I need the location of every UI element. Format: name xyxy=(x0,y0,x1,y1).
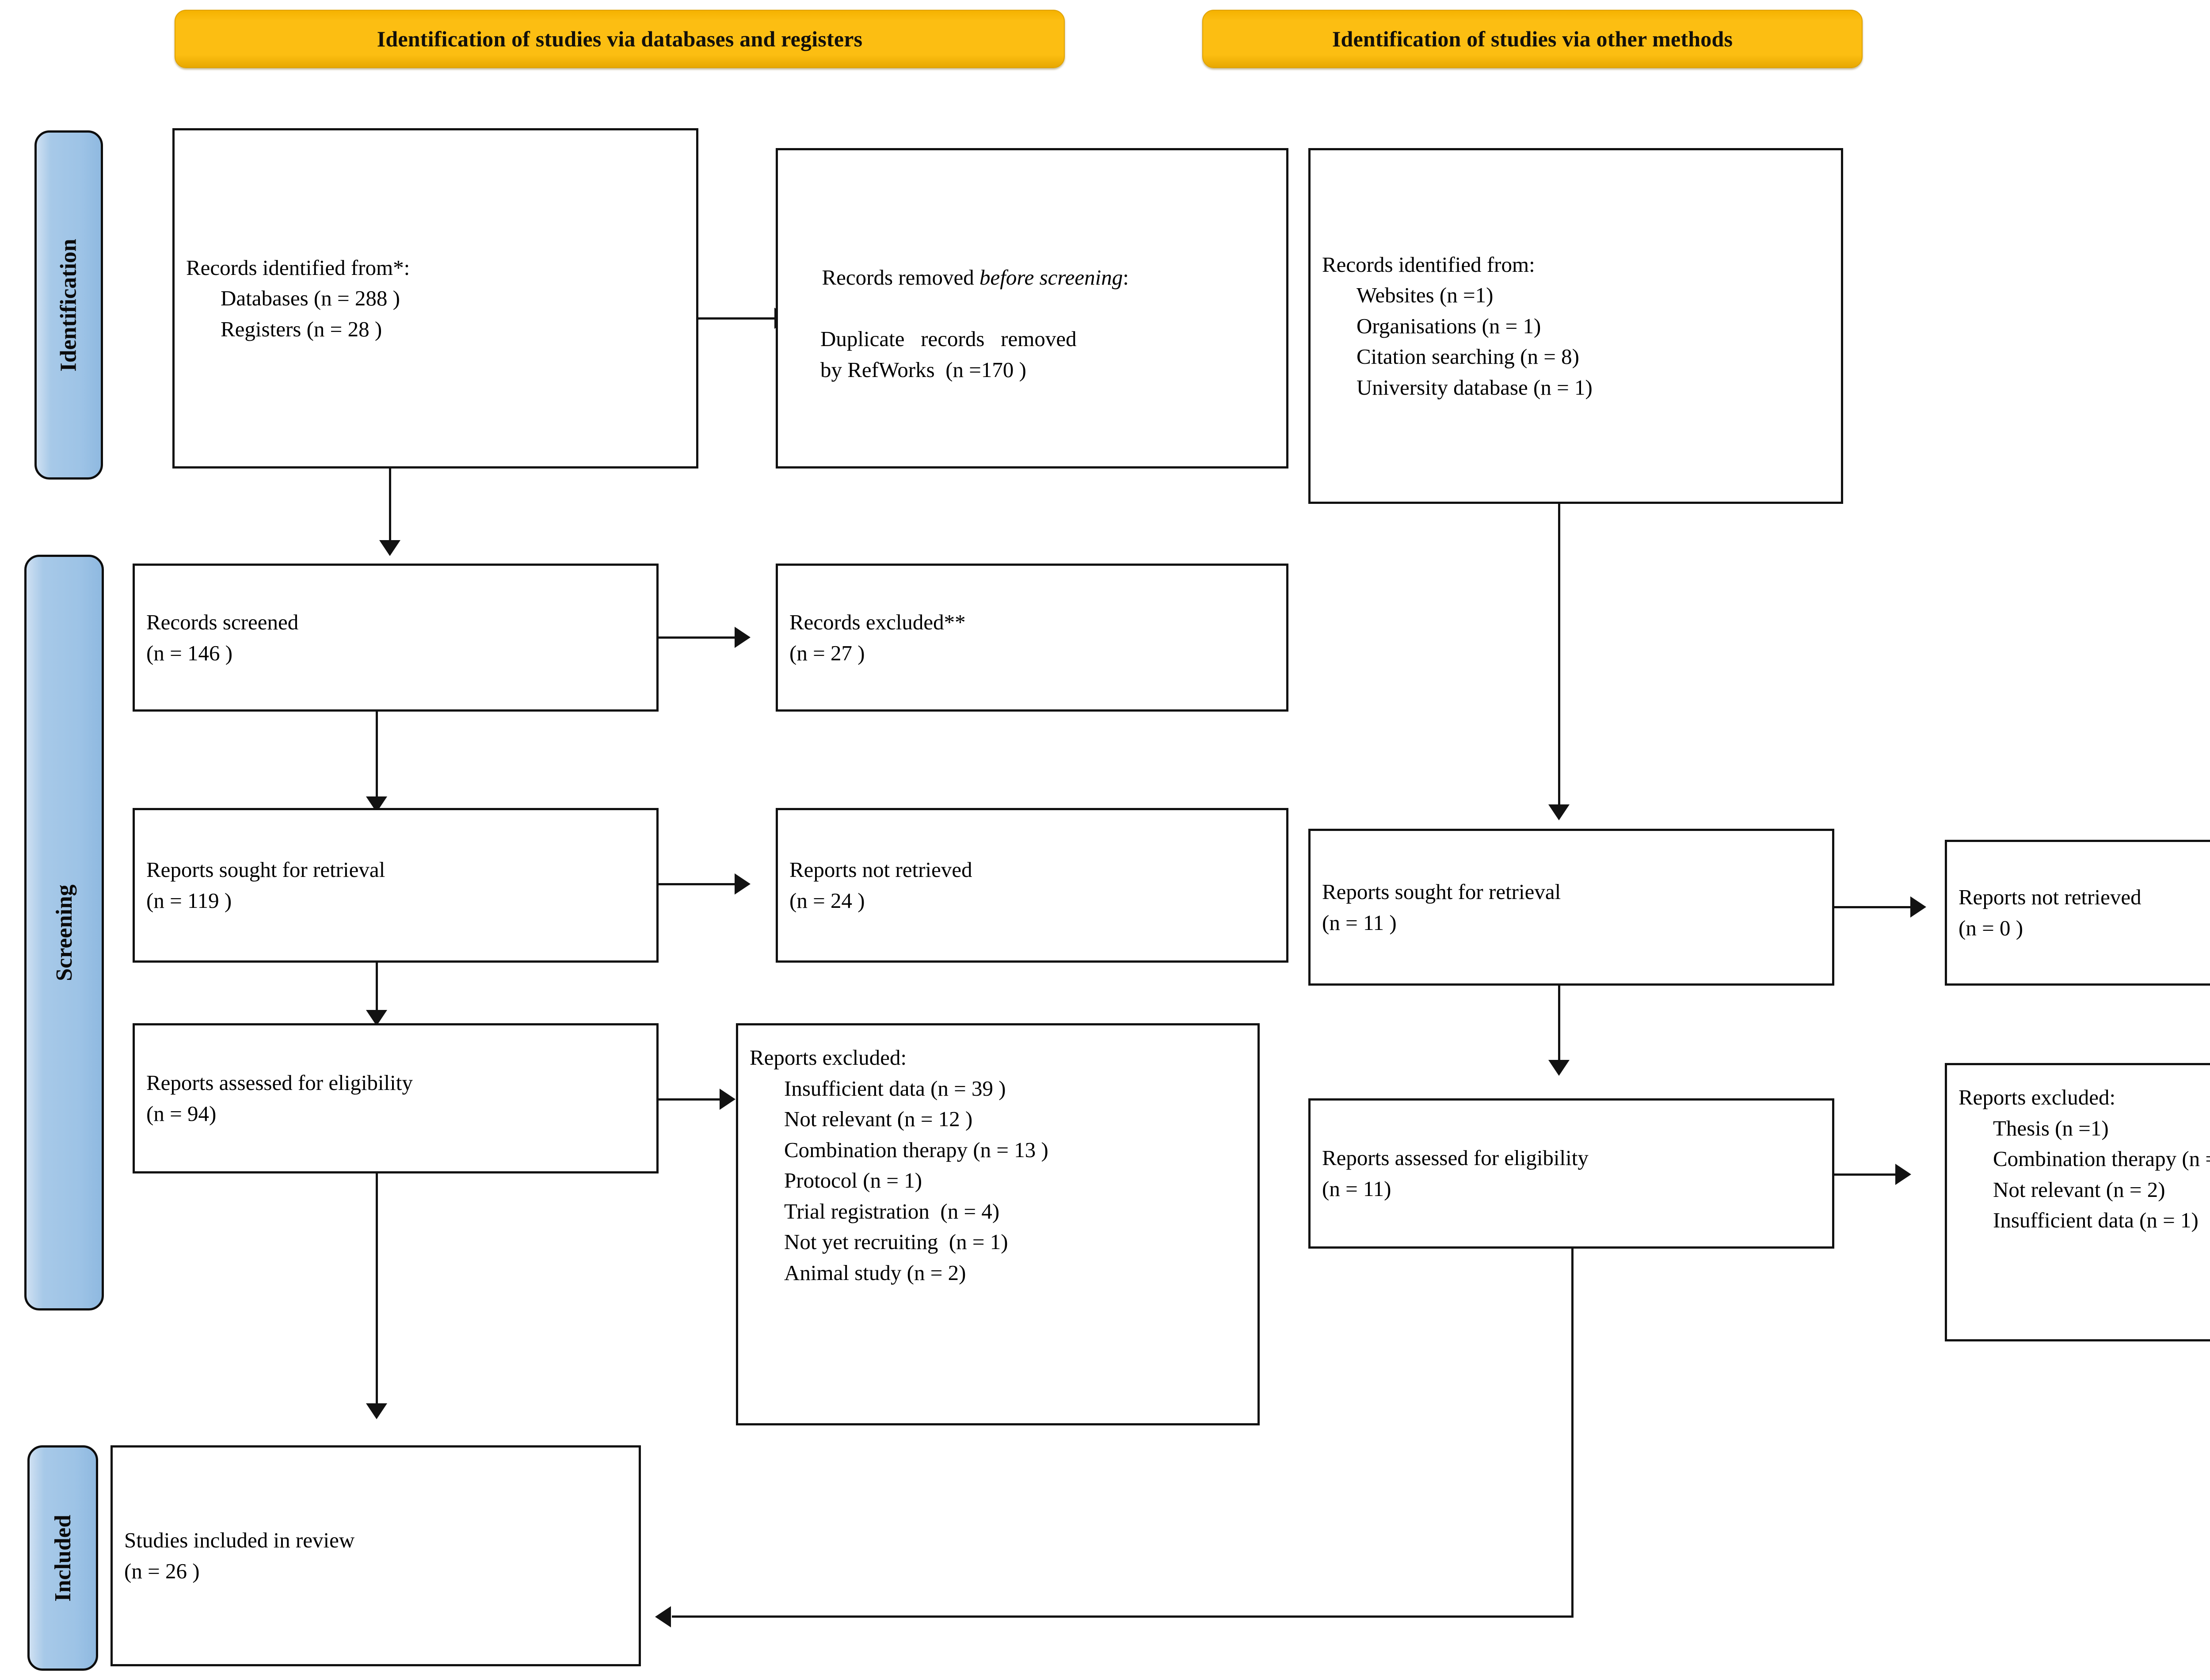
records-identified-other-item-citation: Citation searching (n = 8) xyxy=(1356,344,1579,369)
stage-bar-identification: Identification xyxy=(34,130,103,480)
stage-bar-included: Included xyxy=(27,1445,98,1671)
connector-right-elbow-horizontal xyxy=(672,1615,1574,1618)
arrow-sought-to-notretrieved-right xyxy=(1910,896,1926,918)
arrow-right-elbow-to-included xyxy=(655,1606,671,1627)
studies-included-count: (n = 26 ) xyxy=(124,1559,200,1583)
records-screened-count: (n = 146 ) xyxy=(146,640,233,665)
reports-sought-right-title: Reports sought for retrieval xyxy=(1322,879,1561,904)
reports-excluded-left-item-protocol: Protocol (n = 1) xyxy=(784,1168,922,1193)
reports-not-retrieved-left-title: Reports not retrieved xyxy=(789,857,972,882)
box-reports-sought-left: Reports sought for retrieval (n = 119 ) xyxy=(133,808,659,963)
box-reports-excluded-left: Reports excluded: Insufficient data (n =… xyxy=(736,1023,1260,1425)
arrow-sought-to-assessed-right xyxy=(1548,1060,1570,1076)
box-records-removed: Records removed before screening: Duplic… xyxy=(776,148,1288,469)
banner-databases-registers: Identification of studies via databases … xyxy=(175,10,1065,68)
reports-not-retrieved-right-count: (n = 0 ) xyxy=(1959,916,2023,940)
box-records-identified: Records identified from*: Databases (n =… xyxy=(172,128,698,469)
reports-excluded-left-title: Reports excluded: xyxy=(750,1045,907,1070)
connector-screened-to-sought xyxy=(376,712,378,798)
reports-sought-left-title: Reports sought for retrieval xyxy=(146,857,385,882)
banner-other-methods: Identification of studies via other meth… xyxy=(1202,10,1863,68)
arrow-identified-to-screened xyxy=(379,540,400,556)
reports-assessed-right-title: Reports assessed for eligibility xyxy=(1322,1146,1589,1170)
records-identified-other-item-organisations: Organisations (n = 1) xyxy=(1356,313,1541,338)
records-identified-item-registers: Registers (n = 28 ) xyxy=(221,316,382,341)
arrow-assessed-to-included xyxy=(366,1403,387,1419)
reports-excluded-left-item-not-relevant: Not relevant (n = 12 ) xyxy=(784,1107,973,1131)
connector-sought-to-assessed-right xyxy=(1558,986,1560,1061)
arrow-sought-to-notretrieved-left xyxy=(735,873,751,895)
connector-identified-to-screened xyxy=(389,469,391,541)
reports-not-retrieved-right-title: Reports not retrieved xyxy=(1959,885,2141,910)
banner-databases-registers-label: Identification of studies via databases … xyxy=(377,27,863,51)
records-removed-item-duplicate: Duplicate records removed xyxy=(820,327,1077,351)
connector-assessed-to-included xyxy=(376,1173,378,1406)
box-records-excluded: Records excluded** (n = 27 ) xyxy=(776,564,1288,712)
records-identified-other-item-websites: Websites (n =1) xyxy=(1356,283,1494,308)
reports-excluded-right-item-thesis: Thesis (n =1) xyxy=(1993,1116,2109,1140)
records-identified-other-title: Records identified from: xyxy=(1322,252,1535,277)
box-reports-assessed-right: Reports assessed for eligibility (n = 11… xyxy=(1308,1098,1834,1249)
reports-sought-right-count: (n = 11 ) xyxy=(1322,910,1397,935)
reports-excluded-left-item-not-yet-recruiting: Not yet recruiting (n = 1) xyxy=(784,1230,1008,1254)
reports-excluded-right-title: Reports excluded: xyxy=(1959,1085,2116,1109)
box-records-identified-other: Records identified from: Websites (n =1)… xyxy=(1308,148,1843,504)
box-reports-sought-right: Reports sought for retrieval (n = 11 ) xyxy=(1308,829,1834,986)
records-identified-other-item-university: University database (n = 1) xyxy=(1356,375,1593,400)
reports-excluded-right-item-not-relevant: Not relevant (n = 2) xyxy=(1993,1177,2165,1202)
reports-assessed-right-count: (n = 11) xyxy=(1322,1177,1391,1201)
stage-bar-identification-label: Identification xyxy=(56,238,82,372)
stage-bar-screening-label: Screening xyxy=(51,884,77,981)
records-excluded-count: (n = 27 ) xyxy=(789,640,865,665)
stage-bar-screening: Screening xyxy=(24,555,104,1310)
connector-sought-to-notretrieved-right xyxy=(1834,906,1912,908)
records-removed-title-tail: : xyxy=(1123,265,1129,290)
connector-right-elbow-vertical xyxy=(1571,1249,1574,1618)
reports-sought-left-count: (n = 119 ) xyxy=(146,888,232,913)
reports-assessed-left-count: (n = 94) xyxy=(146,1101,217,1126)
records-removed-title-plain: Records removed xyxy=(822,265,979,290)
arrow-other-to-sought-right xyxy=(1548,804,1570,820)
connector-other-to-sought-right xyxy=(1558,504,1560,807)
connector-screened-to-excluded xyxy=(659,636,736,639)
box-records-screened: Records screened (n = 146 ) xyxy=(133,564,659,712)
arrow-assessed-to-excluded-left xyxy=(720,1089,735,1110)
records-removed-title-italic: before screening xyxy=(979,265,1123,290)
reports-excluded-left-item-trial-registration: Trial registration (n = 4) xyxy=(784,1199,1000,1223)
records-identified-title: Records identified from*: xyxy=(186,255,410,280)
connector-identified-to-removed xyxy=(698,317,776,320)
banner-other-methods-label: Identification of studies via other meth… xyxy=(1332,27,1733,51)
reports-not-retrieved-left-count: (n = 24 ) xyxy=(789,888,865,913)
connector-assessed-to-excluded-right xyxy=(1834,1173,1896,1176)
box-reports-assessed-left: Reports assessed for eligibility (n = 94… xyxy=(133,1023,659,1173)
box-studies-included: Studies included in review (n = 26 ) xyxy=(110,1445,641,1666)
arrow-assessed-to-excluded-right xyxy=(1895,1164,1911,1185)
records-removed-item-refworks: by RefWorks (n =170 ) xyxy=(820,357,1026,382)
records-screened-title: Records screened xyxy=(146,610,299,634)
connector-sought-to-notretrieved-left xyxy=(659,883,736,885)
reports-excluded-left-item-combination: Combination therapy (n = 13 ) xyxy=(784,1137,1048,1162)
box-reports-not-retrieved-left: Reports not retrieved (n = 24 ) xyxy=(776,808,1288,963)
reports-excluded-left-item-animal-study: Animal study (n = 2) xyxy=(784,1261,966,1285)
arrow-screened-to-excluded xyxy=(735,627,751,648)
stage-bar-included-label: Included xyxy=(50,1514,76,1602)
reports-excluded-right-item-insufficient: Insufficient data (n = 1) xyxy=(1993,1208,2199,1233)
records-excluded-title: Records excluded** xyxy=(789,610,966,634)
connector-sought-to-assessed-left xyxy=(376,963,378,1011)
box-reports-not-retrieved-right: Reports not retrieved (n = 0 ) xyxy=(1945,840,2210,986)
records-identified-item-databases: Databases (n = 288 ) xyxy=(221,286,400,311)
records-removed-title: Records removed before screening: xyxy=(789,232,1275,324)
studies-included-title: Studies included in review xyxy=(124,1528,355,1553)
box-reports-excluded-right: Reports excluded: Thesis (n =1) Combinat… xyxy=(1945,1063,2210,1341)
reports-assessed-left-title: Reports assessed for eligibility xyxy=(146,1070,413,1095)
reports-excluded-right-item-combination: Combination therapy (n = 2) xyxy=(1993,1147,2210,1171)
connector-assessed-to-excluded-left xyxy=(659,1098,720,1101)
reports-excluded-left-item-insufficient: Insufficient data (n = 39 ) xyxy=(784,1076,1006,1101)
